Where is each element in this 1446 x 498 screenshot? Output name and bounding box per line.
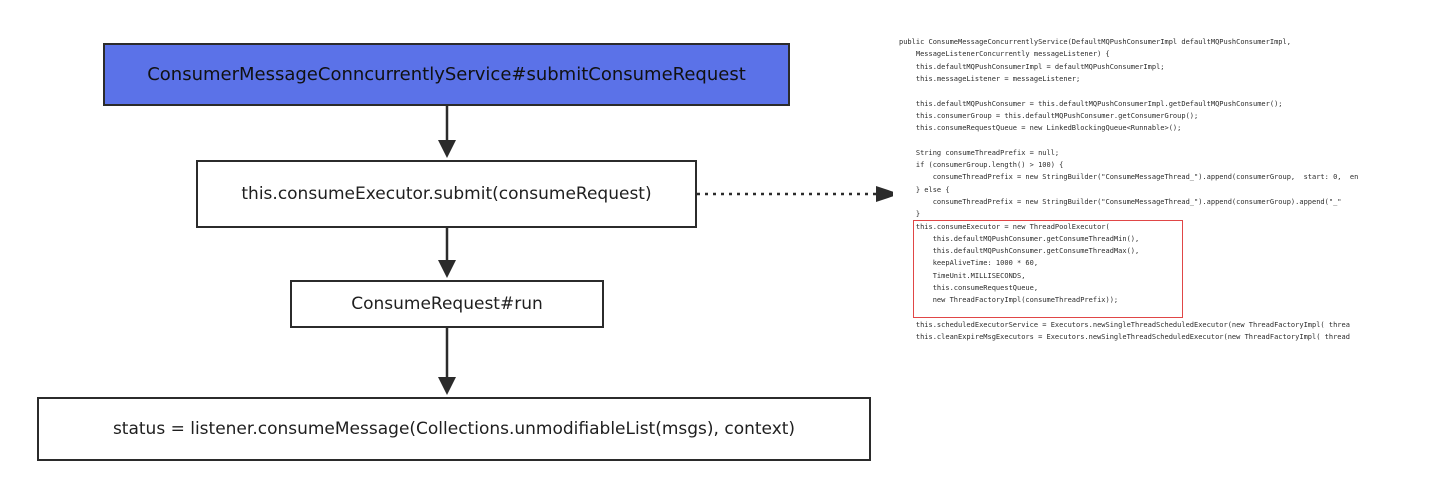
code-line: public ConsumeMessageConcurrentlyService… <box>899 38 1291 46</box>
node-submit-consume-request: ConsumerMessageConncurrentlyService#subm… <box>103 43 790 106</box>
code-line: TimeUnit.MILLISECONDS, <box>899 271 1026 280</box>
code-line: this.defaultMQPushConsumer = this.defaul… <box>899 99 1283 108</box>
code-line: this.defaultMQPushConsumerImpl = default… <box>899 62 1165 71</box>
arrowhead-b3 <box>438 260 456 278</box>
code-line: new ThreadFactoryImpl(consumeThreadPrefi… <box>899 296 1119 305</box>
code-line: String consumeThreadPrefix = null; <box>899 148 1060 157</box>
code-line: this.messageListener = messageListener; <box>899 74 1081 83</box>
code-line: } <box>899 210 921 219</box>
code-line: this.consumeRequestQueue, <box>899 284 1039 292</box>
code-line: this.consumerGroup = this.defaultMQPushC… <box>899 111 1199 120</box>
node-listener-consume-message: status = listener.consumeMessage(Collect… <box>37 397 871 461</box>
code-line: if (consumerGroup.length() > 100) { <box>899 161 1064 169</box>
code-snippet-image: public ConsumeMessageConcurrentlyService… <box>893 32 1408 354</box>
code-line: this.consumeRequestQueue = new LinkedBlo… <box>899 124 1182 133</box>
code-line: consumeThreadPrefix = new StringBuilder(… <box>899 173 1359 182</box>
code-line: } else { <box>899 185 950 194</box>
code-line: this.consumeExecutor = new ThreadPoolExe… <box>899 222 1110 231</box>
code-line: this.cleanExpireMsgExecutors = Executors… <box>899 333 1350 342</box>
code-line: MessageListenerConcurrently messageListe… <box>899 50 1110 59</box>
node-consume-request-run: ConsumeRequest#run <box>290 280 604 328</box>
code-line: this.scheduledExecutorService = Executor… <box>899 320 1350 329</box>
node-consume-executor-submit: this.consumeExecutor.submit(consumeReque… <box>196 160 697 228</box>
highlight-box <box>913 220 1183 318</box>
code-line: keepAliveTime: 1000 * 60, <box>899 259 1039 268</box>
arrowhead-b4 <box>438 377 456 395</box>
arrowhead-b2 <box>438 140 456 158</box>
code-line: consumeThreadPrefix = new StringBuilder(… <box>899 197 1342 206</box>
code-line: this.defaultMQPushConsumer.getConsumeThr… <box>899 234 1140 243</box>
code-line: this.defaultMQPushConsumer.getConsumeThr… <box>899 247 1140 256</box>
